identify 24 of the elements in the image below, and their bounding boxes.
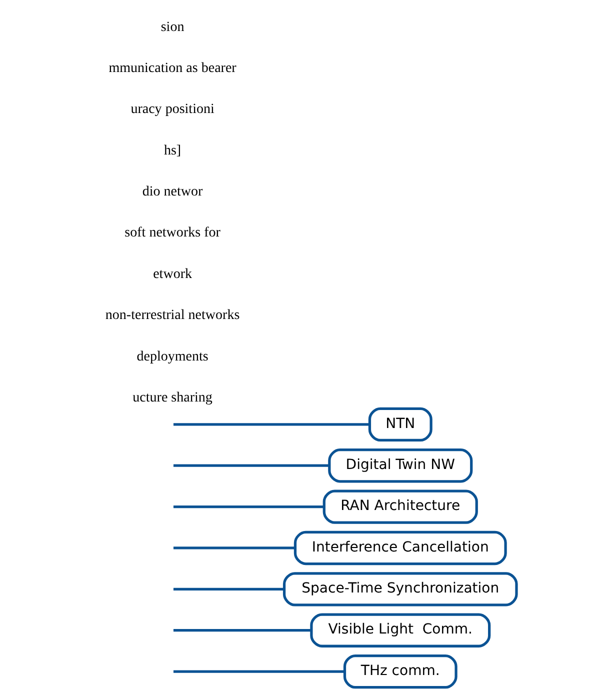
label: mmunication as bearer xyxy=(108,60,236,76)
connector xyxy=(173,629,312,632)
connector xyxy=(173,546,296,550)
connector xyxy=(173,588,284,590)
label: deployments xyxy=(136,349,208,364)
node-box: Interference Cancellation xyxy=(294,530,507,566)
label: hs] xyxy=(164,143,182,158)
label: etwork xyxy=(153,266,192,282)
node-box: Space-Time Synchronization xyxy=(282,572,518,606)
label: dio networ xyxy=(142,184,203,200)
node-box: RAN Architecture xyxy=(322,490,478,524)
node-box: THz comm. xyxy=(343,654,458,689)
label: sion xyxy=(160,20,184,35)
node-box: NTN xyxy=(368,407,432,442)
connector xyxy=(173,423,370,426)
connector xyxy=(173,670,345,673)
connector xyxy=(173,464,330,467)
label: ucture sharing xyxy=(132,390,212,406)
label: uracy positioni xyxy=(130,102,214,118)
label: soft networks for xyxy=(124,226,220,241)
label: non-terrestrial networks xyxy=(105,308,240,324)
node-box: Visible Light Comm. xyxy=(310,613,491,648)
node-box: Digital Twin NW xyxy=(328,448,473,483)
connector xyxy=(173,505,324,508)
